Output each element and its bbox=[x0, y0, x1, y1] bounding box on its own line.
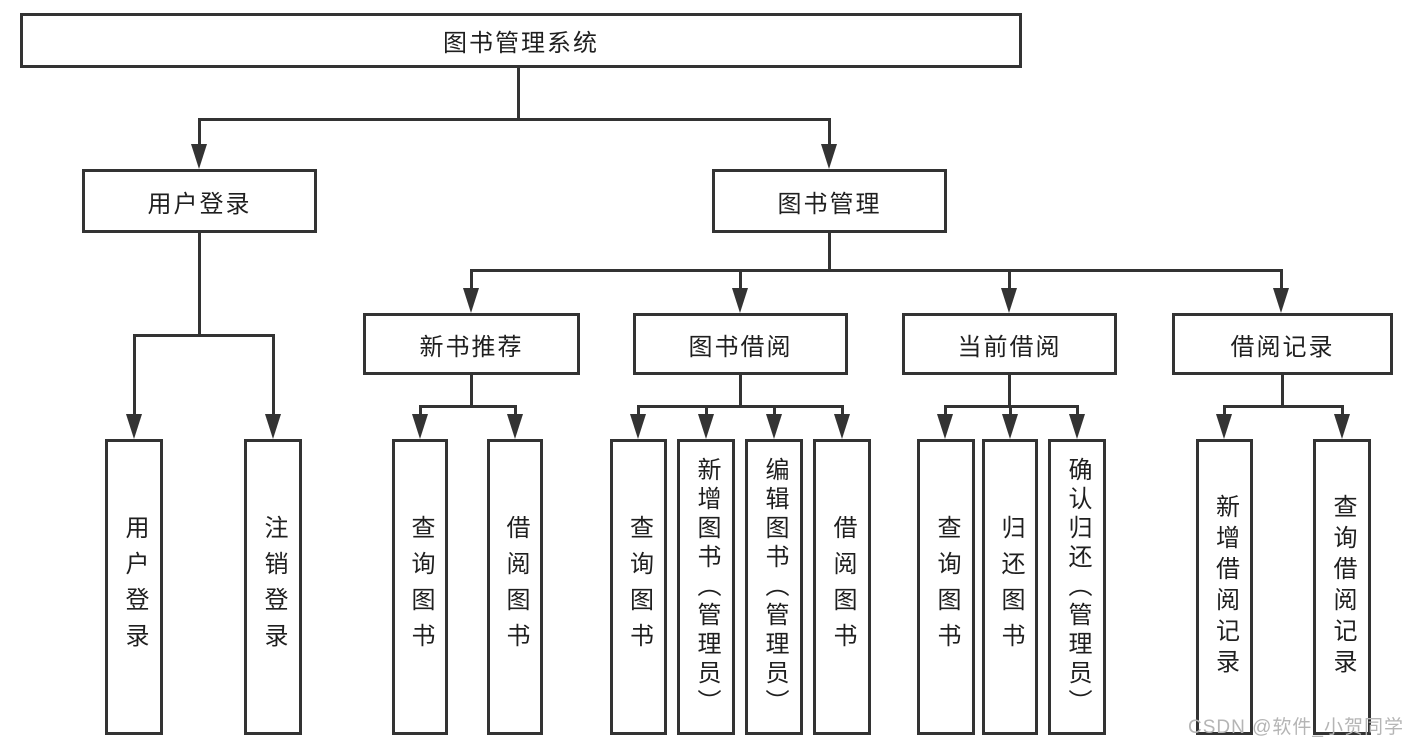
node-book-management: 图书管理 bbox=[712, 169, 947, 233]
connector-line bbox=[198, 118, 201, 146]
leaf-return-book: 归还图书 bbox=[982, 439, 1038, 735]
connector-line bbox=[637, 405, 843, 408]
connector-line bbox=[419, 405, 517, 408]
leaf-add-book-admin-label: 新增图书（管理员） bbox=[693, 456, 720, 718]
connector-line bbox=[739, 269, 742, 290]
connector-line bbox=[828, 118, 831, 146]
arrow-head bbox=[1273, 288, 1289, 313]
connector-line bbox=[828, 233, 831, 271]
node-new-book-recommend: 新书推荐 bbox=[363, 313, 580, 375]
leaf-borrow-books-recommend-label: 借阅图书 bbox=[502, 515, 529, 659]
node-borrowing-records: 借阅记录 bbox=[1172, 313, 1393, 375]
arrow-head bbox=[265, 414, 281, 439]
leaf-query-books-borrowing-label: 查询图书 bbox=[625, 515, 653, 659]
node-root: 图书管理系统 bbox=[20, 13, 1022, 68]
arrow-head bbox=[630, 414, 646, 439]
leaf-query-borrow-record-label: 查询借阅记录 bbox=[1329, 494, 1356, 680]
node-book-borrowing: 图书借阅 bbox=[633, 313, 848, 375]
connector-line bbox=[470, 269, 473, 290]
arrow-head bbox=[1216, 414, 1232, 439]
leaf-query-books-current: 查询图书 bbox=[917, 439, 975, 735]
arrow-head bbox=[732, 288, 748, 313]
connector-line bbox=[1076, 405, 1079, 417]
node-root-label: 图书管理系统 bbox=[443, 30, 599, 57]
connector-line bbox=[1223, 405, 1226, 417]
arrow-head bbox=[463, 288, 479, 313]
leaf-logout: 注销登录 bbox=[244, 439, 302, 735]
node-new-book-recommend-label: 新书推荐 bbox=[419, 333, 524, 361]
connector-line bbox=[1341, 405, 1344, 417]
connector-line bbox=[1223, 405, 1343, 408]
connector-line bbox=[470, 269, 1283, 272]
connector-line bbox=[637, 405, 640, 417]
leaf-confirm-return-admin-label: 确认归还（管理员） bbox=[1064, 456, 1091, 718]
node-current-borrowing: 当前借阅 bbox=[902, 313, 1117, 375]
node-book-borrowing-label: 图书借阅 bbox=[688, 333, 793, 361]
arrow-head bbox=[507, 414, 523, 439]
connector-line bbox=[739, 375, 742, 408]
watermark: CSDN @软件_小贺同学 bbox=[1188, 717, 1404, 738]
leaf-edit-book-admin-label: 编辑图书（管理员） bbox=[761, 456, 788, 718]
leaf-borrow-books: 借阅图书 bbox=[813, 439, 871, 735]
connector-line bbox=[773, 405, 776, 417]
connector-line bbox=[133, 334, 136, 415]
node-user-login: 用户登录 bbox=[82, 169, 317, 233]
connector-line bbox=[705, 405, 708, 417]
leaf-query-borrow-record: 查询借阅记录 bbox=[1313, 439, 1371, 735]
arrow-head bbox=[698, 414, 714, 439]
leaf-edit-book-admin: 编辑图书（管理员） bbox=[745, 439, 803, 735]
arrow-head bbox=[1069, 414, 1085, 439]
connector-line bbox=[944, 405, 947, 417]
connector-line bbox=[1008, 269, 1011, 290]
arrow-head bbox=[1002, 414, 1018, 439]
connector-line bbox=[514, 405, 517, 417]
connector-line bbox=[470, 375, 473, 408]
connector-line bbox=[1281, 375, 1284, 408]
leaf-borrow-books-label: 借阅图书 bbox=[829, 515, 856, 659]
node-borrowing-records-label: 借阅记录 bbox=[1230, 333, 1335, 361]
connector-line bbox=[1008, 375, 1011, 408]
arrow-head bbox=[1334, 414, 1350, 439]
connector-line bbox=[133, 334, 275, 337]
node-book-management-label: 图书管理 bbox=[777, 190, 882, 218]
leaf-add-borrow-record: 新增借阅记录 bbox=[1196, 439, 1253, 735]
leaf-query-books-recommend: 查询图书 bbox=[392, 439, 448, 735]
arrow-head bbox=[766, 414, 782, 439]
leaf-query-books-borrowing: 查询图书 bbox=[610, 439, 667, 735]
leaf-query-books-recommend-label: 查询图书 bbox=[407, 515, 434, 659]
node-current-borrowing-label: 当前借阅 bbox=[957, 333, 1062, 361]
connector-line bbox=[198, 233, 201, 336]
leaf-query-books-current-label: 查询图书 bbox=[933, 515, 960, 659]
connector-line bbox=[1280, 269, 1283, 290]
arrow-head bbox=[937, 414, 953, 439]
leaf-borrow-books-recommend: 借阅图书 bbox=[487, 439, 543, 735]
leaf-add-book-admin: 新增图书（管理员） bbox=[677, 439, 735, 735]
connector-line bbox=[198, 118, 830, 121]
leaf-return-book-label: 归还图书 bbox=[997, 515, 1024, 659]
connector-line bbox=[272, 334, 275, 415]
arrow-head bbox=[834, 414, 850, 439]
connector-line bbox=[1009, 405, 1012, 417]
connector-line bbox=[517, 68, 520, 119]
leaf-logout-label: 注销登录 bbox=[260, 515, 287, 659]
arrow-head bbox=[412, 414, 428, 439]
leaf-add-borrow-record-label: 新增借阅记录 bbox=[1211, 494, 1239, 680]
leaf-user-login-label: 用户登录 bbox=[121, 515, 148, 659]
leaf-confirm-return-admin: 确认归还（管理员） bbox=[1048, 439, 1106, 735]
arrow-head bbox=[821, 144, 837, 169]
connector-line bbox=[419, 405, 422, 417]
leaf-user-login: 用户登录 bbox=[105, 439, 163, 735]
arrow-head bbox=[191, 144, 207, 169]
arrow-head bbox=[1001, 288, 1017, 313]
connector-line bbox=[841, 405, 844, 417]
node-user-login-label: 用户登录 bbox=[147, 190, 252, 218]
arrow-head bbox=[126, 414, 142, 439]
